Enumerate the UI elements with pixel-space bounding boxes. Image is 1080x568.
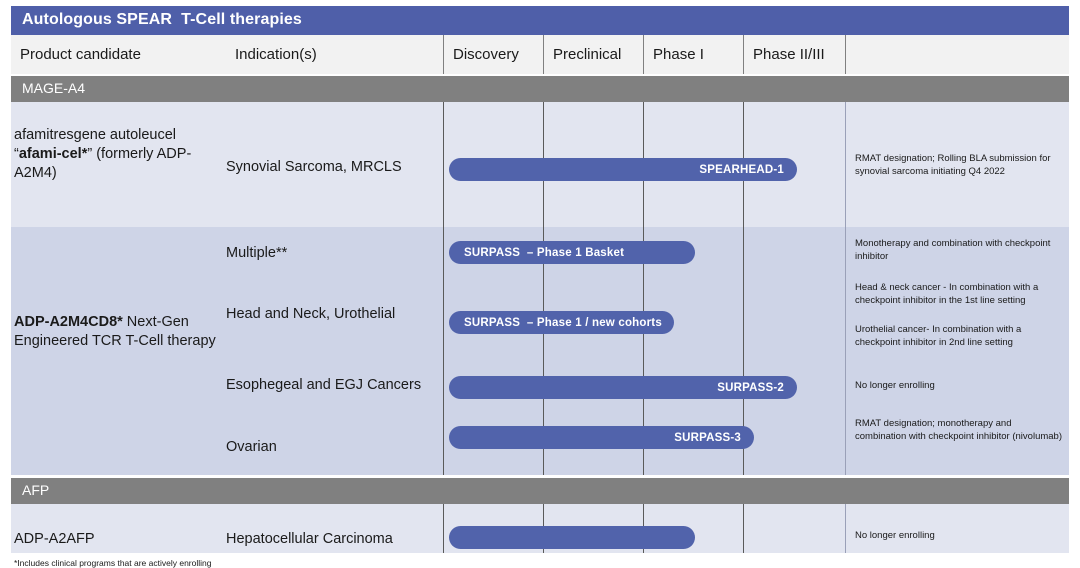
phase-bar-label-spearhead-1: SPEARHEAD-1	[699, 163, 784, 176]
note-head-neck: Head & neck cancer - In combination with…	[855, 282, 1039, 306]
header-divider-5	[845, 35, 846, 74]
indication-hepatocellular: Hepatocellular Carcinoma	[226, 531, 393, 547]
product-name-afami-cel-line3: A2M4)	[14, 165, 57, 181]
product-name-afami-cel-line1: afamitresgene autoleucel	[14, 127, 177, 143]
column-header-indications: Indication(s)	[235, 46, 317, 63]
note-afami-cel: RMAT designation; Rolling BLA submission…	[855, 153, 1051, 177]
column-header-notes	[846, 35, 1069, 74]
phase-bar-surpass-3[interactable]: SURPASS-3	[449, 426, 754, 449]
column-header-phase-ii-iii: Phase II/III	[753, 46, 825, 63]
indication-head-neck-urothelial: Head and Neck, Urothelial	[226, 306, 396, 322]
group-band-mage-a4: MAGE-A4	[11, 76, 1069, 102]
header-divider-4	[743, 35, 744, 74]
indication-esophageal-egj: Esophegeal and EGJ Cancers	[226, 377, 422, 393]
row-divider-3	[643, 227, 644, 475]
group-band-afp: AFP	[11, 478, 1069, 504]
product-name-a2afp: ADP-A2AFP	[14, 531, 95, 547]
note-rmat-nivolumab: RMAT designation; monotherapy and combin…	[855, 418, 1062, 442]
header-divider-2	[543, 35, 544, 74]
column-header-preclinical: Preclinical	[553, 46, 622, 63]
row-divider-4	[743, 504, 744, 553]
header-divider-3	[643, 35, 644, 74]
phase-bar-a2afp[interactable]	[449, 526, 695, 549]
phase-bar-label-surpass-basket: SURPASS – Phase 1 Basket	[464, 246, 625, 259]
product-name-a2m4cd8-bold: ADP-A2M4CD8*	[14, 314, 123, 330]
phase-bar-surpass-new-cohorts[interactable]: SURPASS – Phase 1 / new cohorts	[449, 311, 674, 334]
phase-bar-surpass-basket[interactable]: SURPASS – Phase 1 Basket	[449, 241, 695, 264]
row-divider-1	[443, 504, 444, 553]
column-header-product-candidate: Product candidate	[20, 46, 141, 63]
footnote: *Includes clinical programs that are act…	[14, 558, 212, 568]
phase-bar-label-surpass-new-cohorts: SURPASS – Phase 1 / new cohorts	[464, 316, 662, 329]
column-header-discovery: Discovery	[453, 46, 519, 63]
phase-bar-spearhead-1[interactable]: SPEARHEAD-1	[449, 158, 797, 181]
phase-bar-surpass-2[interactable]: SURPASS-2	[449, 376, 797, 399]
product-name-afami-cel: afamitresgene autoleucel “afami-cel*” (f…	[14, 126, 219, 183]
product-name-afami-cel-quote-close: ” (formerly ADP-	[87, 146, 192, 162]
column-header-phase-i: Phase I	[653, 46, 704, 63]
pipeline-title-band: Autologous SPEAR T-Cell therapies	[11, 6, 1069, 35]
row-divider-5	[845, 504, 846, 553]
note-urothelial: Urothelial cancer- In combination with a…	[855, 324, 1022, 348]
row-divider-5	[845, 102, 846, 227]
product-name-a2m4cd8-rest: Next-Gen Engineered TCR T-Cell therapy	[14, 314, 216, 349]
page-title: Autologous SPEAR T-Cell therapies	[22, 11, 302, 28]
note-no-longer-enrolling-surpass2: No longer enrolling	[855, 380, 935, 391]
phase-bar-label-surpass-2: SURPASS-2	[717, 381, 784, 394]
indication-afami-cel: Synovial Sarcoma, MRCLS	[226, 159, 402, 175]
product-name-a2m4cd8: ADP-A2M4CD8* Next-Gen Engineered TCR T-C…	[14, 313, 219, 351]
product-name-afami-cel-bold: afami-cel*	[18, 146, 88, 162]
row-divider-5	[845, 227, 846, 475]
note-monotherapy-combination: Monotherapy and combination with checkpo…	[855, 238, 1051, 262]
indication-ovarian: Ovarian	[226, 439, 277, 455]
group-label-afp: AFP	[22, 482, 50, 498]
row-divider-2	[543, 227, 544, 475]
product-name-afami-cel-quote-open: “	[14, 146, 19, 162]
note-a2afp-no-longer-enrolling: No longer enrolling	[855, 530, 935, 541]
row-divider-1	[443, 227, 444, 475]
row-divider-4	[743, 227, 744, 475]
phase-bar-label-surpass-3: SURPASS-3	[674, 431, 741, 444]
header-divider-1	[443, 35, 444, 74]
indication-multiple: Multiple**	[226, 245, 288, 261]
row-divider-1	[443, 102, 444, 227]
column-header-row: Product candidate Indication(s) Discover…	[11, 35, 1069, 74]
group-label-mage-a4: MAGE-A4	[22, 80, 86, 96]
